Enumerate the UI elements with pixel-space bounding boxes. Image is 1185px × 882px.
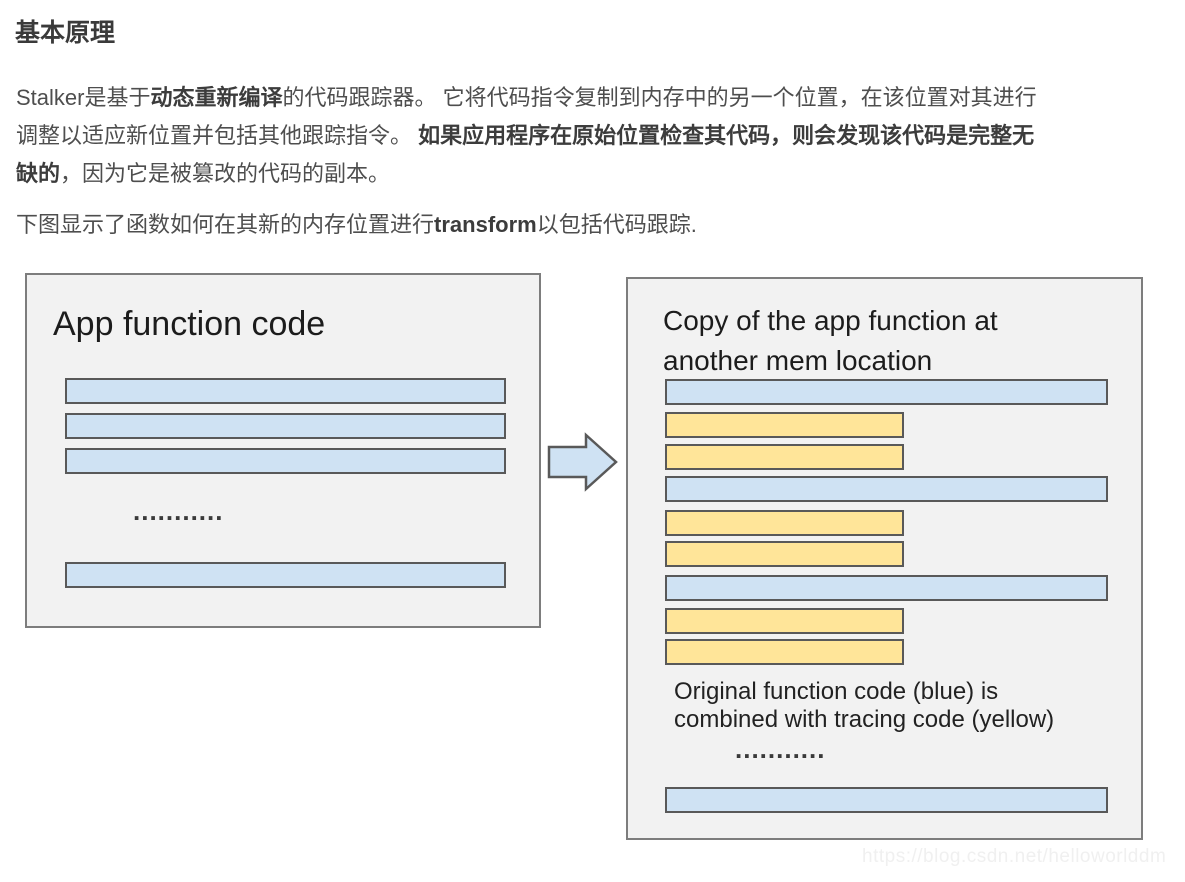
page-heading: 基本原理 xyxy=(15,19,116,47)
bold-text-segment: 动态重新编译 xyxy=(150,85,283,110)
text-segment: 的代码跟踪器。 它将代码指令复制到内存中的另一个位置，在该位置对其进行 xyxy=(282,85,1037,110)
text-segment: 调整以适应新位置并包括其他跟踪指令。 xyxy=(16,123,419,148)
bold-text-segment: transform xyxy=(434,212,537,237)
ellipsis-dots: ........... xyxy=(735,734,826,764)
right-box-title-line1: Copy of the app function at xyxy=(663,305,998,336)
code-bar-blue xyxy=(65,448,506,474)
code-bar-yellow xyxy=(665,608,904,634)
text-segment: Stalker是基于 xyxy=(16,85,151,110)
code-bar-yellow xyxy=(665,444,904,470)
code-bar-blue xyxy=(65,378,506,404)
watermark-url: https://blog.csdn.net/helloworlddm xyxy=(862,846,1167,867)
right-box-title: Copy of the app function at another mem … xyxy=(663,301,998,381)
bold-text-segment: 缺的 xyxy=(16,161,61,186)
right-box-title-line2: another mem location xyxy=(663,345,933,376)
code-bar-yellow xyxy=(665,639,904,665)
combined-code-caption: Original function code (blue) is combine… xyxy=(674,678,1054,734)
code-bar-blue xyxy=(665,476,1108,502)
text-segment: 以包括代码跟踪. xyxy=(536,212,697,237)
code-bar-blue xyxy=(65,562,506,588)
code-bar-blue xyxy=(665,787,1108,813)
code-bar-yellow xyxy=(665,541,904,567)
diagram-intro-paragraph: 下图显示了函数如何在其新的内存位置进行transform以包括代码跟踪. xyxy=(16,206,1166,244)
ellipsis-dots: ........... xyxy=(133,496,224,526)
bold-text-segment: 如果应用程序在原始位置检查其代码，则会发现该代码是完整无 xyxy=(418,123,1035,148)
code-bar-yellow xyxy=(665,412,904,438)
code-bar-blue xyxy=(665,379,1108,405)
text-segment: ，因为它是被篡改的代码的副本。 xyxy=(60,161,391,186)
caption-line2: combined with tracing code (yellow) xyxy=(674,706,1055,733)
code-bar-yellow xyxy=(665,510,904,536)
code-bar-blue xyxy=(665,575,1108,601)
app-function-code-box: App function code ........... xyxy=(25,273,541,628)
text-segment: 下图显示了函数如何在其新的内存位置进行 xyxy=(16,212,435,237)
left-box-title: App function code xyxy=(53,305,326,343)
transform-arrow-icon xyxy=(547,432,618,492)
caption-line1: Original function code (blue) is xyxy=(674,678,999,705)
intro-paragraph: Stalker是基于动态重新编译的代码跟踪器。 它将代码指令复制到内存中的另一个… xyxy=(16,79,1166,193)
copied-function-box: Copy of the app function at another mem … xyxy=(626,277,1143,840)
code-bar-blue xyxy=(65,413,506,439)
